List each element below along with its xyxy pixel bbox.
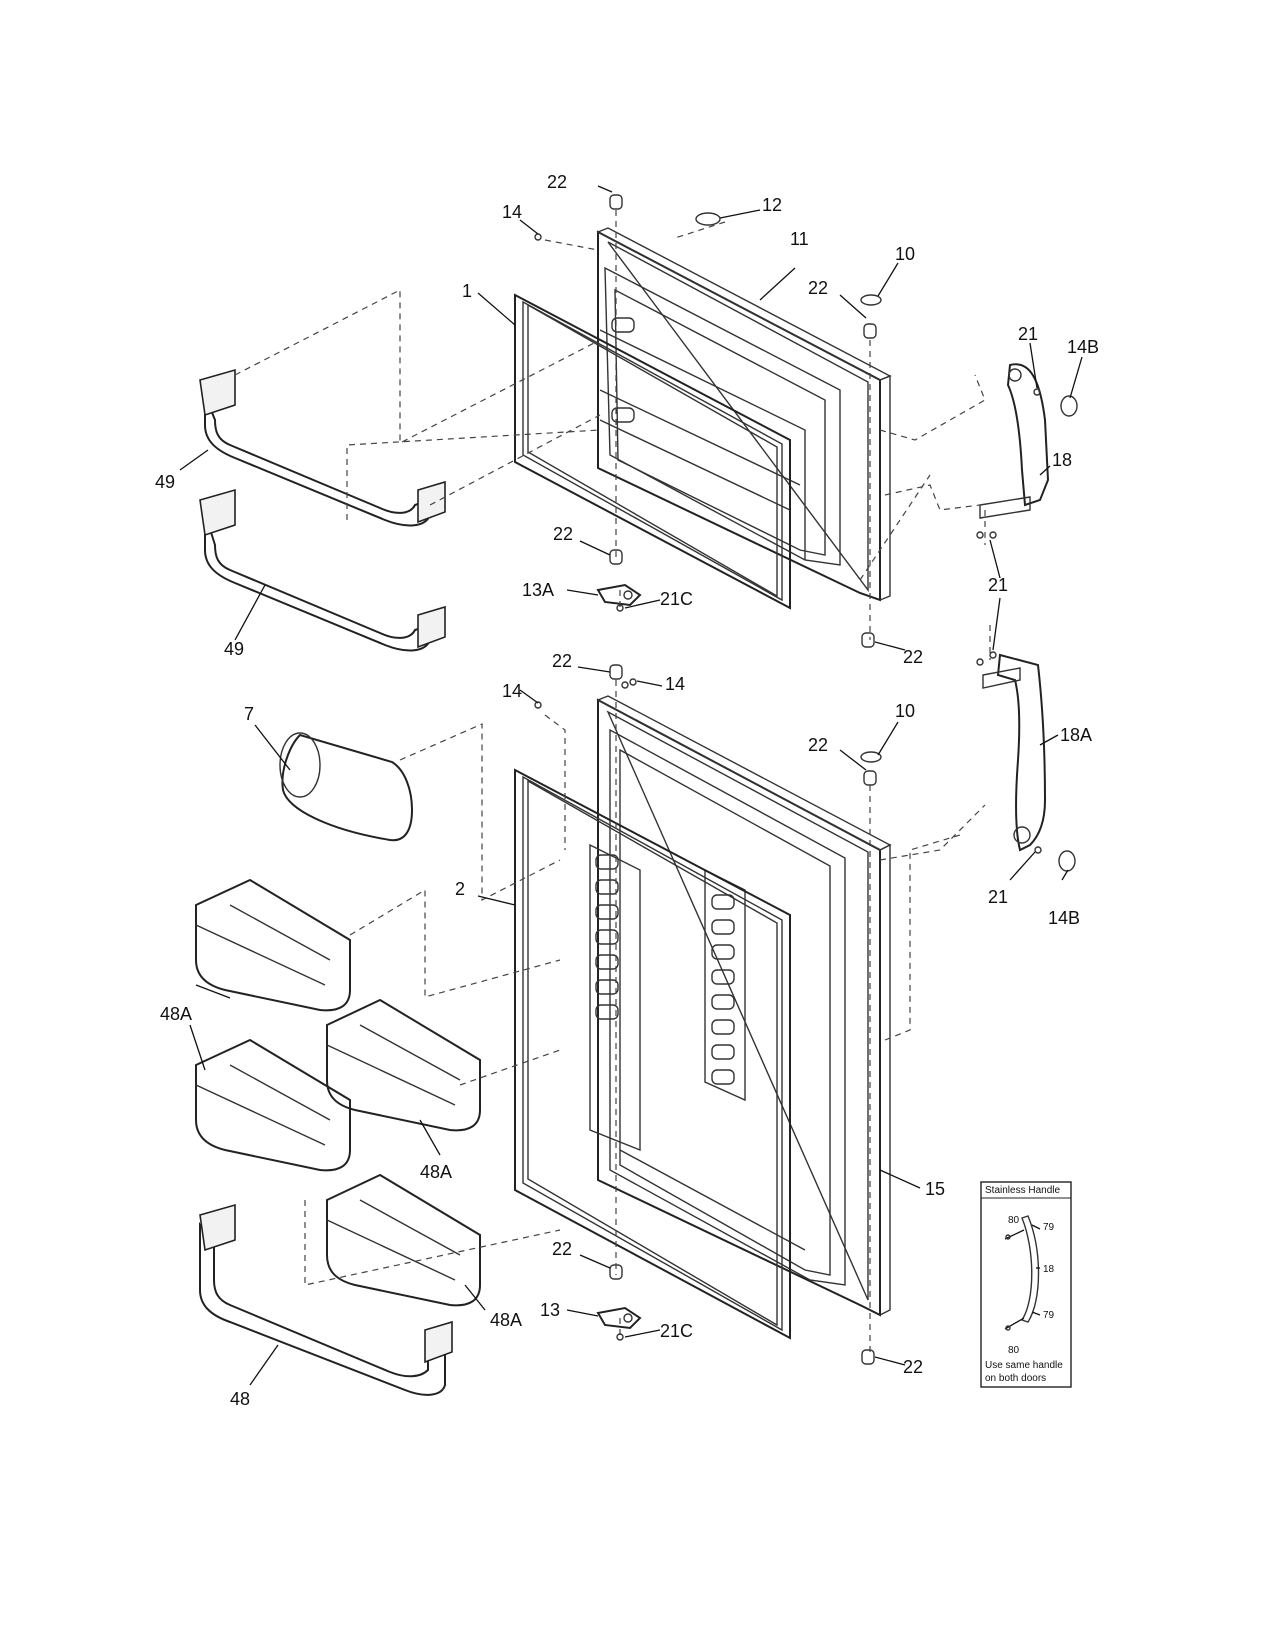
callout-13: 13 [540, 1300, 560, 1320]
callout-22: 22 [808, 278, 828, 298]
callout-leaders [179, 185, 1083, 1386]
fresh-food-handle [982, 653, 1047, 852]
door-bin-48A-middle-right [326, 998, 481, 1132]
callout-13A: 13A [522, 580, 554, 600]
door-bin-supports [595, 854, 735, 1085]
callout-14B: 14B [1048, 908, 1080, 928]
callout-22: 22 [552, 651, 572, 671]
inset-callout-79: 79 [1043, 1222, 1055, 1233]
fresh-food-door-outer-panel [589, 695, 892, 1317]
callout-21C: 21C [660, 589, 693, 609]
door-bin-48A-top [195, 878, 351, 1012]
callout-14: 14 [502, 681, 522, 701]
callout-22: 22 [903, 1357, 923, 1377]
callout-22: 22 [553, 524, 573, 544]
freezer-door-outer-panel [596, 227, 892, 602]
stainless-handle-inset: Stainless Handle 80 79 18 79 80 Use same… [980, 1181, 1072, 1388]
egg-container-7 [279, 732, 414, 842]
door-bin-48A-middle-left [195, 1038, 351, 1172]
inset-note-line-2: on both doors [985, 1373, 1046, 1384]
callout-7: 7 [244, 704, 254, 724]
callout-labels: 22 12 14 11 10 22 1 21 14B 18 49 22 21 1… [155, 172, 1099, 1409]
callout-22: 22 [552, 1239, 572, 1259]
callout-18A: 18A [1060, 725, 1092, 745]
callout-10: 10 [895, 244, 915, 264]
callout-21C: 21C [660, 1321, 693, 1341]
fresh-food-door-gasket [514, 768, 791, 1340]
callout-49: 49 [224, 639, 244, 659]
inset-note-line-1: Use same handle [985, 1360, 1063, 1371]
callout-15: 15 [925, 1179, 945, 1199]
callout-22: 22 [547, 172, 567, 192]
hinge-13 [596, 1306, 642, 1330]
callout-12: 12 [762, 195, 782, 215]
upper-shelf-rail-49-a [199, 368, 446, 527]
hinge-13A [596, 583, 642, 607]
inset-title: Stainless Handle [985, 1185, 1060, 1196]
callout-11: 11 [790, 229, 809, 249]
callout-21: 21 [988, 887, 1008, 907]
lower-shelf-rail-49-b [199, 488, 446, 652]
door-bin-48A-bottom [326, 1173, 481, 1307]
callout-48A: 48A [160, 1004, 192, 1024]
callout-10: 10 [895, 701, 915, 721]
callout-2: 2 [455, 879, 465, 899]
callout-18: 18 [1052, 450, 1072, 470]
callout-49: 49 [155, 472, 175, 492]
inset-callout-80: 80 [1008, 1215, 1020, 1226]
callout-21: 21 [1018, 324, 1038, 344]
callout-14B: 14B [1067, 337, 1099, 357]
callout-48: 48 [230, 1389, 250, 1409]
door-shelf-48 [199, 1203, 453, 1396]
callout-22: 22 [903, 647, 923, 667]
callout-48A: 48A [490, 1310, 522, 1330]
hinge-pins-22 [609, 194, 877, 1365]
freezer-door-gasket [514, 293, 791, 610]
callout-22: 22 [808, 735, 828, 755]
callout-48A: 48A [420, 1162, 452, 1182]
inset-callout-18: 18 [1043, 1264, 1055, 1275]
callout-14: 14 [502, 202, 522, 222]
callout-14: 14 [665, 674, 685, 694]
inset-callout-80: 80 [1008, 1345, 1020, 1356]
callout-21: 21 [988, 575, 1008, 595]
screws [534, 233, 1042, 1341]
callout-1: 1 [462, 281, 472, 301]
inset-callout-79: 79 [1043, 1310, 1055, 1321]
freezer-handle [979, 363, 1050, 519]
assembly-guide-lines [234, 210, 991, 1355]
